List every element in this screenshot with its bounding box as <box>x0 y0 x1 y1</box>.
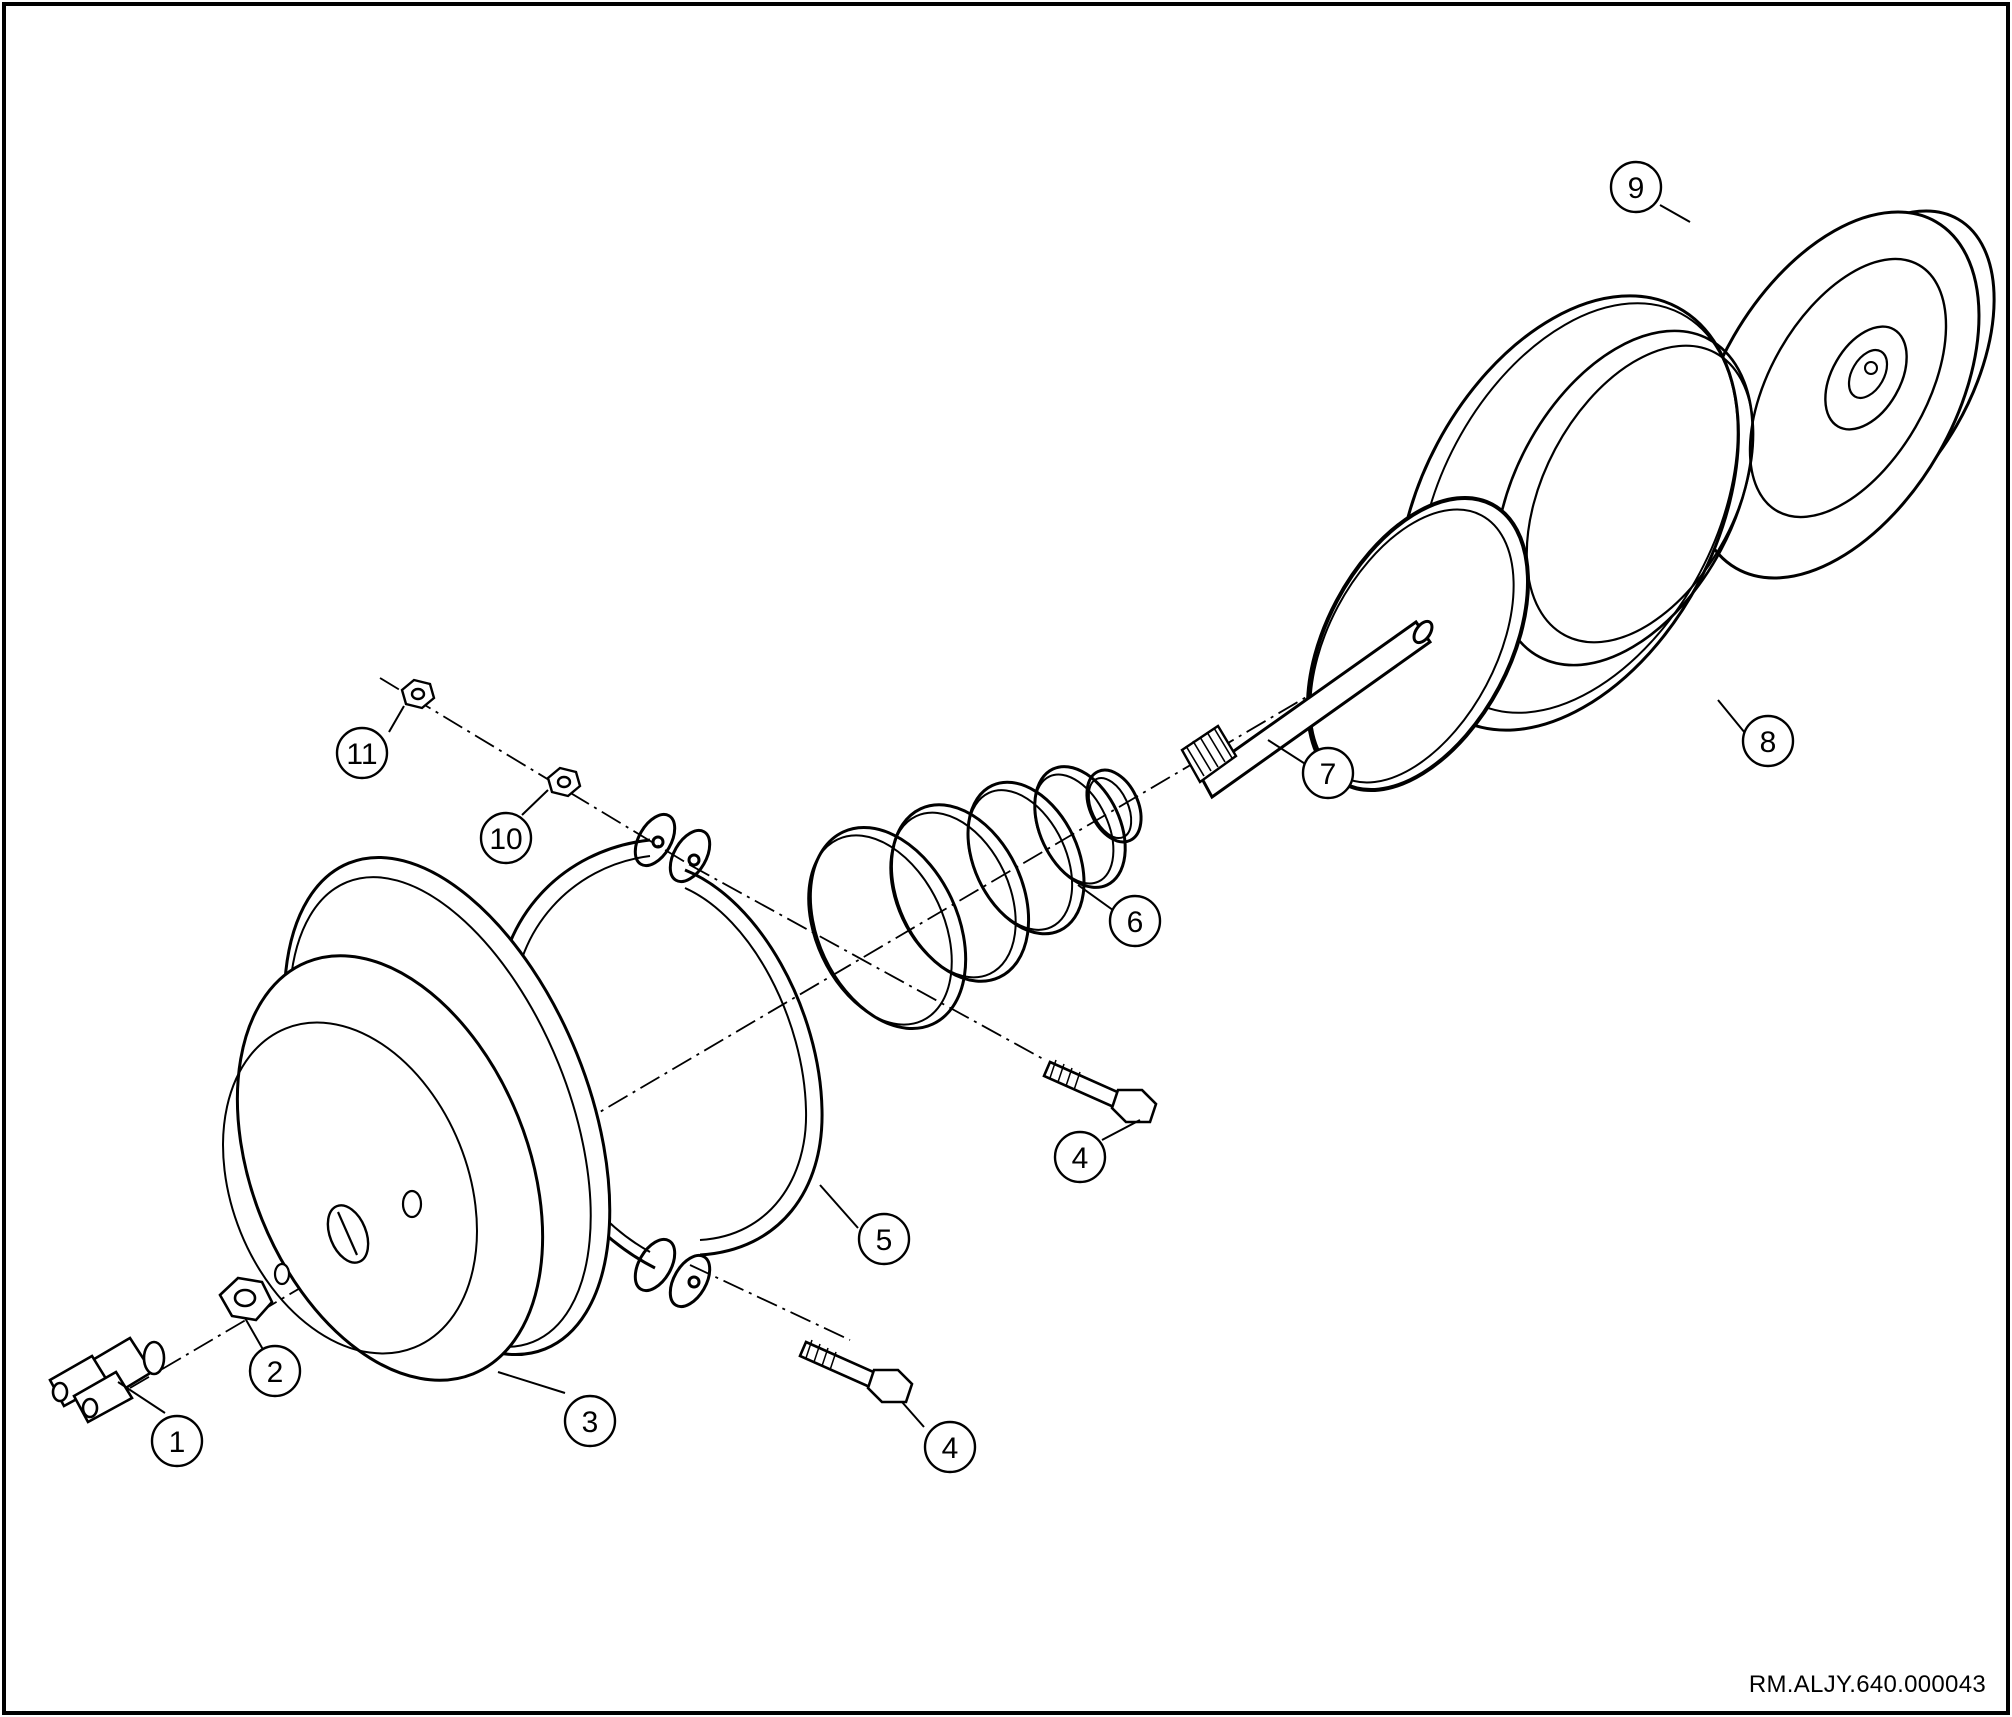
callout-2-label: 2 <box>267 1356 284 1389</box>
callout-6-label: 6 <box>1127 906 1144 939</box>
callout-10: 10 <box>479 811 533 865</box>
callout-2: 2 <box>248 1344 302 1398</box>
callout-7-label: 7 <box>1320 758 1337 791</box>
callout-4-upper: 4 <box>1053 1130 1107 1184</box>
callout-10-label: 10 <box>489 823 522 856</box>
callout-9: 9 <box>1609 160 1663 214</box>
callout-6: 6 <box>1108 894 1162 948</box>
callout-3: 3 <box>563 1394 617 1448</box>
callout-5: 5 <box>857 1212 911 1266</box>
callout-5-label: 5 <box>876 1224 893 1257</box>
callout-4-lower-label: 4 <box>942 1432 959 1465</box>
callout-1-label: 1 <box>169 1426 186 1459</box>
callout-9-label: 9 <box>1628 172 1645 205</box>
leader-lines <box>117 204 1746 1428</box>
callout-3-label: 3 <box>582 1406 599 1439</box>
callout-4-lower: 4 <box>923 1420 977 1474</box>
part-11-nut <box>400 678 436 710</box>
callout-11-label: 11 <box>346 738 377 771</box>
callout-1: 1 <box>150 1414 204 1468</box>
part-10-nut <box>546 766 582 798</box>
callout-11: 11 <box>335 726 389 780</box>
part-4-bolt-upper <box>1042 1059 1158 1124</box>
part-2-nut <box>218 1276 274 1322</box>
reference-code: RM.ALJY.640.000043 <box>1748 1671 1986 1698</box>
part-6-spring <box>807 765 1143 1031</box>
part-4-bolt-lower <box>798 1339 914 1404</box>
callout-4-upper-label: 4 <box>1072 1142 1089 1175</box>
part-1-clevis <box>48 1336 166 1424</box>
callout-7: 7 <box>1301 746 1355 800</box>
callout-8-label: 8 <box>1760 726 1777 759</box>
part-9-housing <box>1691 209 1996 580</box>
callout-8: 8 <box>1741 714 1795 768</box>
part-3-front-cover <box>222 855 612 1382</box>
